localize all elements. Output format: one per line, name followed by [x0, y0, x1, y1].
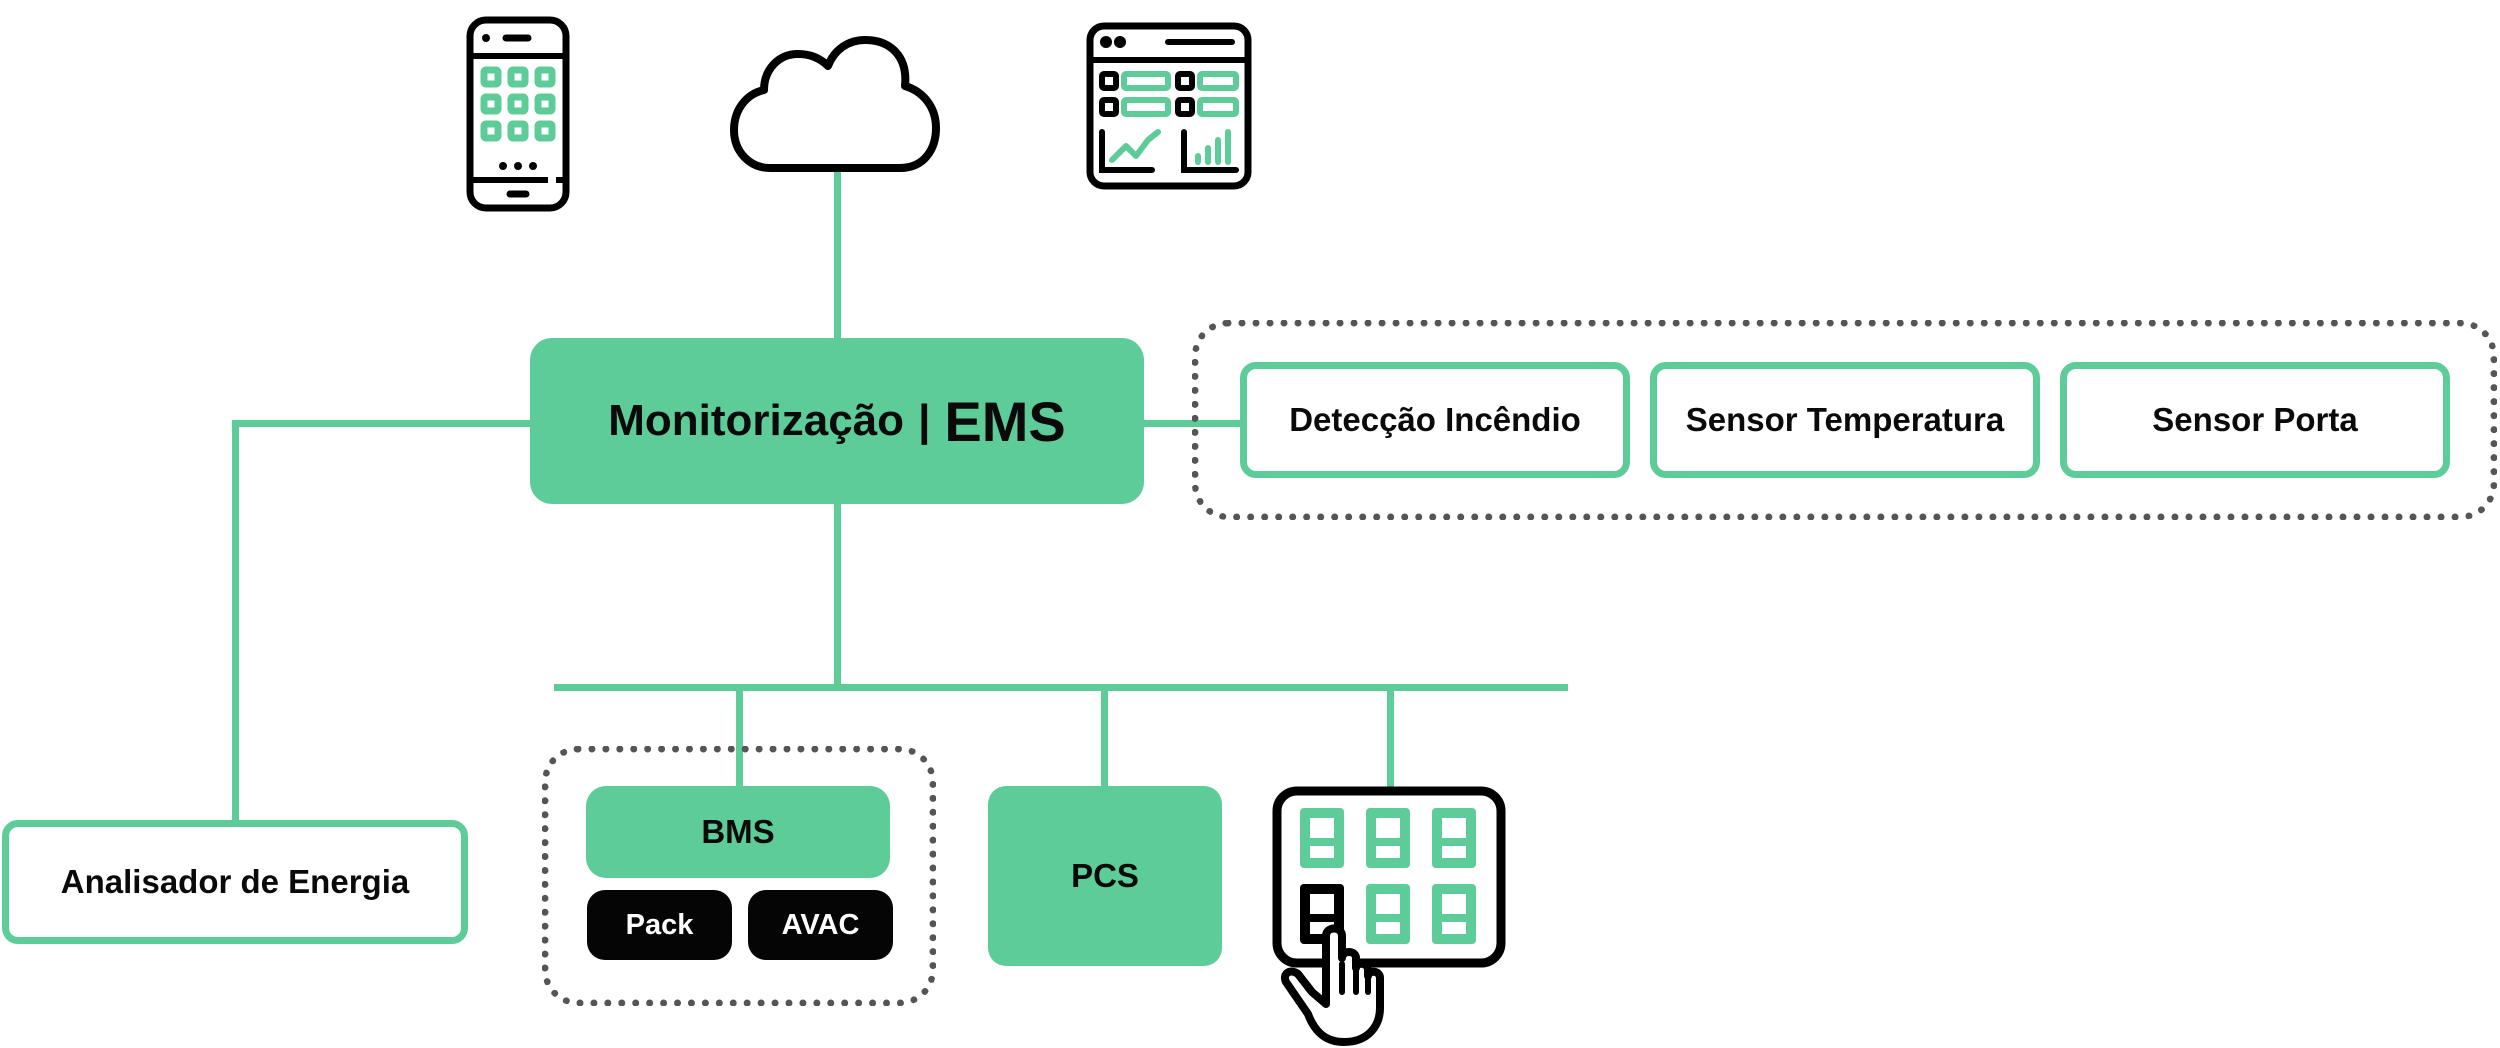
connector-cloud-to-ems	[834, 168, 841, 340]
energy-analyzer-node[interactable]: Analisador de Energia	[2, 820, 468, 944]
pack-label: Pack	[625, 908, 694, 941]
connector-bus-to-bms	[736, 688, 743, 788]
connector-ems-to-bus	[834, 502, 841, 688]
bms-label: BMS	[701, 813, 775, 850]
sensor-fire-detection[interactable]: Detecção Incêndio	[1240, 362, 1630, 478]
energy-analyzer-label: Analisador de Energia	[60, 863, 410, 900]
connector-ems-to-left	[232, 420, 532, 427]
sensor-temperature-label: Sensor Temperatura	[1685, 401, 2005, 438]
avac-node[interactable]: AVAC	[748, 890, 893, 960]
pcs-label: PCS	[1071, 857, 1139, 894]
ems-acronym: EMS	[944, 389, 1066, 453]
sensors-group	[1192, 320, 2497, 520]
ems-label: Monitorização	[608, 396, 905, 445]
sensor-door-label: Sensor Porta	[2152, 401, 2358, 438]
touch-panel-icon[interactable]	[1272, 786, 1508, 1048]
connector-bus-to-touch-panel	[1387, 688, 1394, 788]
sensor-door[interactable]: Sensor Porta	[2060, 362, 2450, 478]
bus-line	[554, 684, 1568, 691]
pcs-node[interactable]: PCS	[988, 786, 1222, 966]
connector-bus-to-pcs	[1101, 688, 1108, 788]
dashboard-icon	[1086, 22, 1252, 190]
pack-node[interactable]: Pack	[587, 890, 732, 960]
ems-monitoring-node[interactable]: Monitorização | EMS	[530, 338, 1144, 504]
smartphone-icon	[466, 16, 570, 212]
sensor-fire-detection-label: Detecção Incêndio	[1289, 401, 1581, 438]
ems-separator: |	[918, 396, 931, 445]
bms-node[interactable]: BMS	[586, 786, 890, 878]
cloud-icon	[730, 36, 940, 172]
connector-left-down-to-analyzer	[232, 420, 239, 822]
avac-label: AVAC	[781, 908, 860, 941]
bms-group	[542, 746, 936, 1006]
sensor-temperature[interactable]: Sensor Temperatura	[1650, 362, 2040, 478]
